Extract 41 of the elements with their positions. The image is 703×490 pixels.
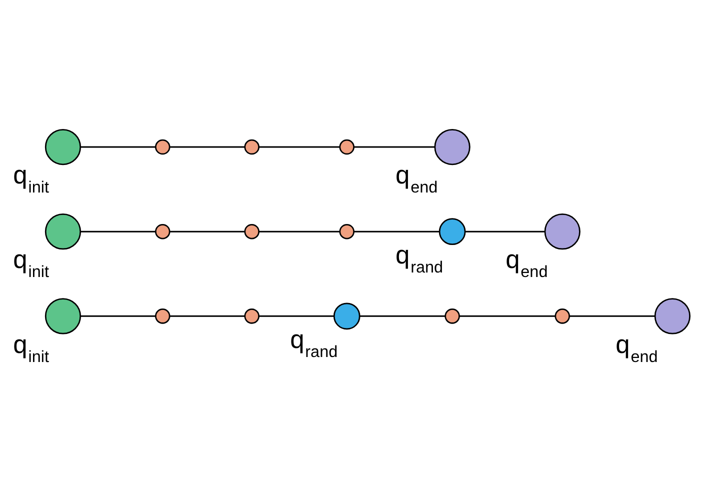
node-circle	[44, 213, 82, 250]
node-label: q$_{end}$	[396, 161, 438, 196]
node-circle	[339, 223, 354, 239]
connector	[354, 230, 440, 232]
node-circle	[444, 308, 460, 324]
connector	[259, 230, 340, 232]
connector	[259, 314, 334, 316]
node-label: q$_{init}$	[13, 246, 49, 281]
node-circle	[339, 138, 354, 154]
node-circle	[155, 138, 170, 154]
node-circle	[44, 298, 82, 334]
node-circle	[438, 218, 466, 245]
node-label: q$_{rand}$	[290, 326, 338, 361]
connector	[360, 314, 446, 316]
connector	[170, 314, 244, 316]
node-label: q$_{init}$	[13, 330, 49, 366]
connector	[465, 230, 545, 232]
node-circle	[244, 223, 260, 239]
node-label: q$_{end}$	[616, 330, 658, 366]
connector	[459, 314, 556, 316]
node-circle	[244, 138, 260, 154]
connector	[259, 146, 340, 148]
node-label: q$_{end}$	[506, 246, 548, 281]
connector	[80, 314, 156, 316]
connector	[354, 146, 435, 148]
node-label: q$_{rand}$	[396, 241, 444, 276]
node-circle	[44, 128, 82, 165]
node-circle	[544, 213, 580, 250]
node-circle	[434, 128, 470, 165]
node-label: q$_{init}$	[13, 161, 49, 196]
node-circle	[333, 302, 360, 330]
connector	[170, 146, 244, 148]
connector	[170, 230, 244, 232]
node-circle	[155, 223, 170, 239]
node-circle	[654, 298, 691, 334]
node-circle	[244, 308, 260, 324]
connector	[80, 146, 156, 148]
node-circle	[155, 308, 170, 324]
connector	[569, 314, 656, 316]
node-circle	[554, 308, 570, 324]
connector	[80, 230, 156, 232]
